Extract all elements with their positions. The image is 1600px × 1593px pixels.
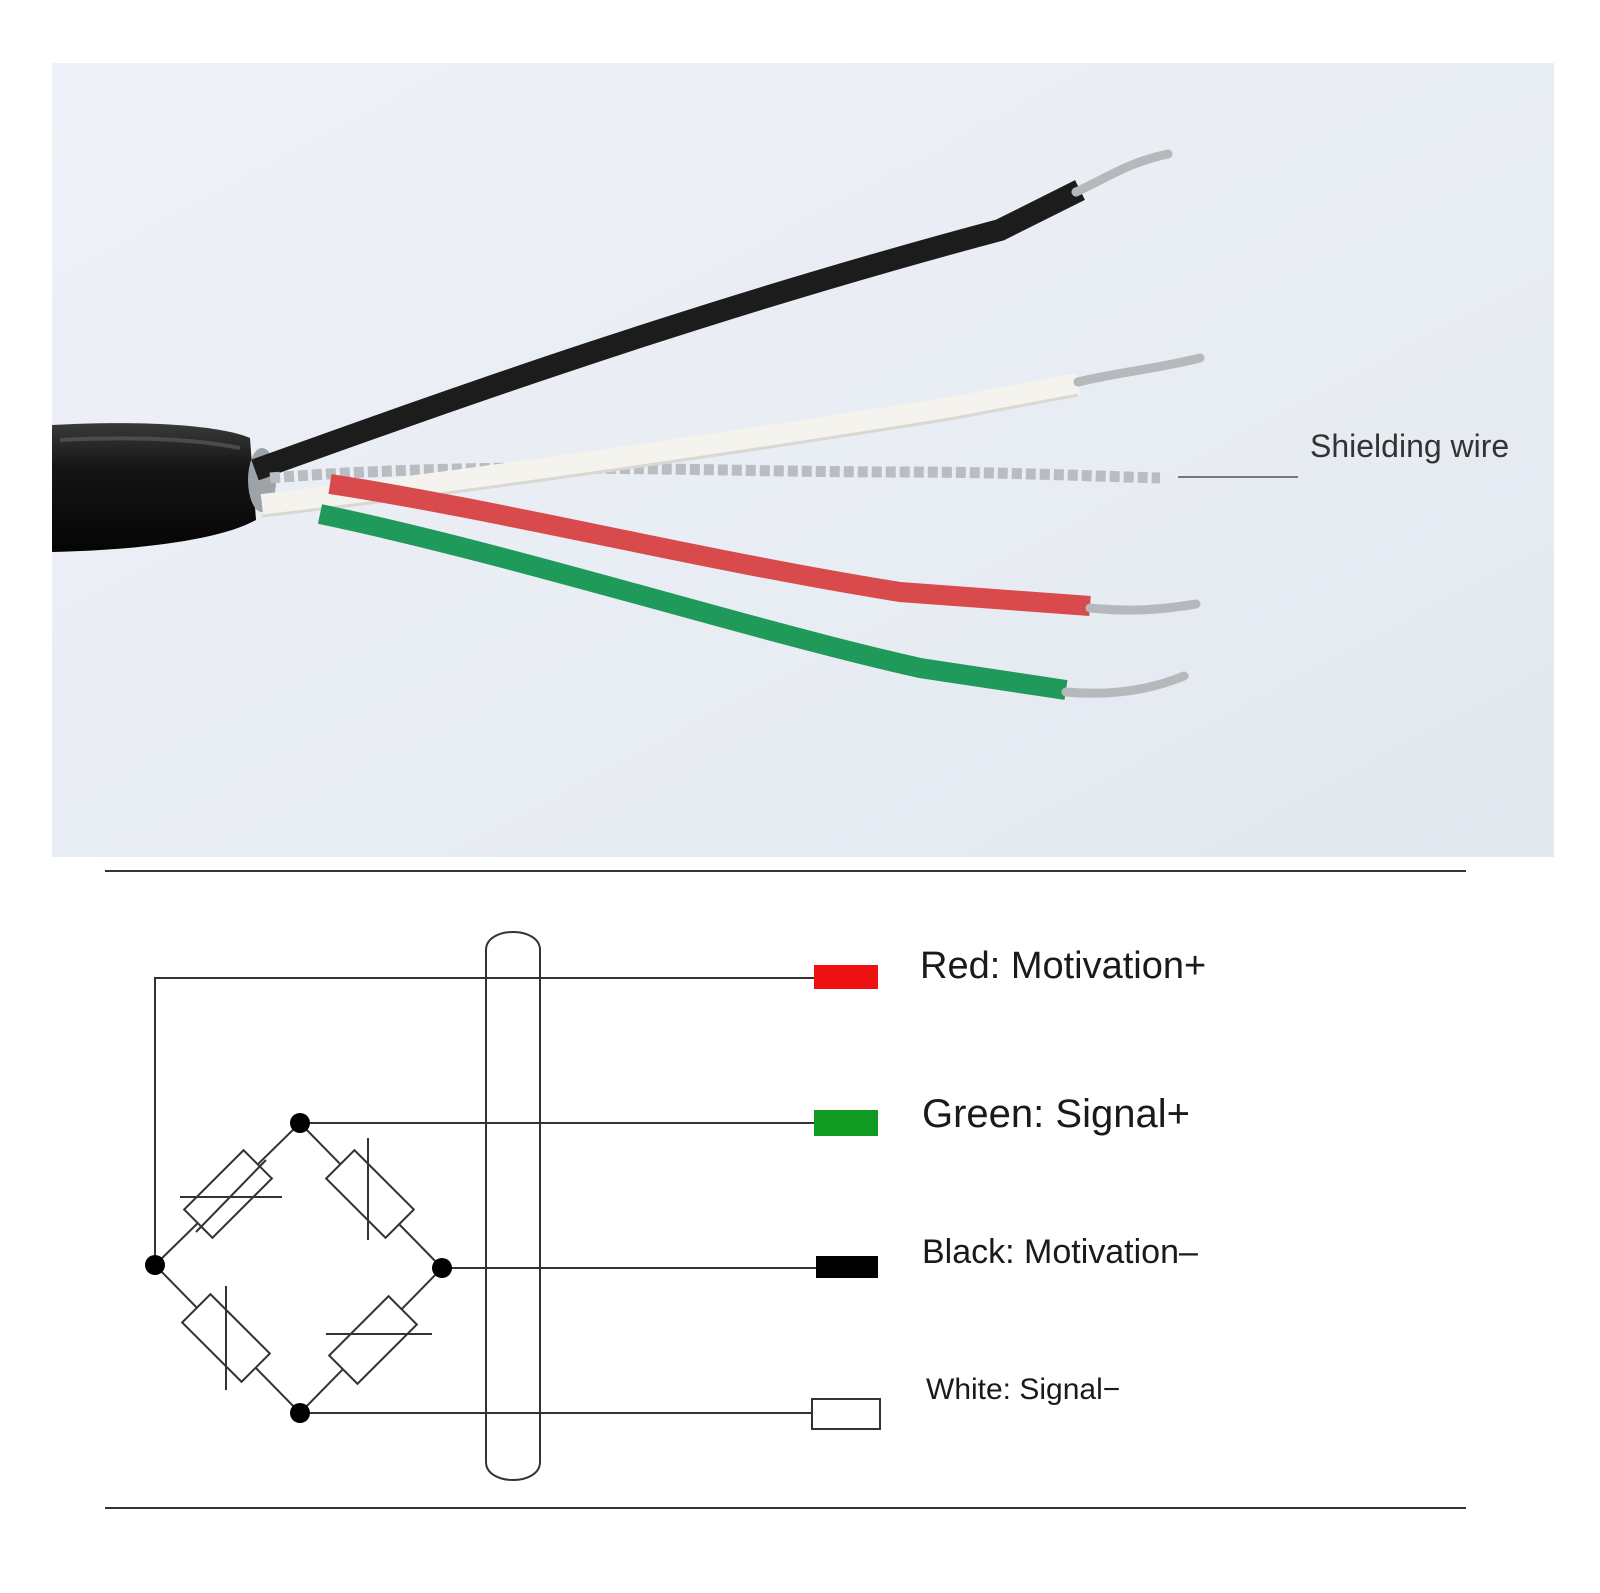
lead-red: [154, 977, 814, 1262]
legend-label-black: Black: Motivation–: [922, 1233, 1198, 1271]
wire-red-tip: [1085, 599, 1201, 615]
node-right: [432, 1258, 452, 1278]
shielding-wire-label: Shielding wire: [1310, 428, 1510, 464]
cable-photo: [52, 63, 1554, 857]
resistor-top-right: [324, 1148, 416, 1240]
legend-label-red: Red: Motivation+: [920, 945, 1207, 987]
wire-white-edge: [261, 393, 1079, 518]
jacket-highlight: [59, 436, 241, 450]
node-bottom: [290, 1403, 310, 1423]
swatch-red: [814, 965, 878, 989]
bridge-schematic: [154, 931, 816, 1481]
bridge-nodes: [145, 1113, 452, 1423]
wire-white-tip: [1073, 353, 1205, 387]
legend-label-green: Green: Signal+: [922, 1092, 1190, 1136]
node-left: [145, 1255, 165, 1275]
wire-green: [317, 504, 1068, 700]
wire-shield: [269, 462, 1161, 484]
strain-line-top-left-diag: [195, 1159, 267, 1233]
wire-black: [251, 180, 1085, 481]
shield-cylinder: [485, 931, 541, 1481]
wire-red: [328, 474, 1091, 616]
cable-jacket: [52, 423, 256, 552]
legend-label-white: White: Signal−: [926, 1373, 1121, 1406]
swatch-black: [816, 1256, 878, 1278]
node-top: [290, 1113, 310, 1133]
resistor-top-left: [182, 1148, 274, 1240]
wire-green-tip: [1061, 671, 1189, 698]
resistor-bottom-right: [327, 1294, 419, 1386]
wire-black-tip: [1071, 149, 1173, 197]
swatch-green: [814, 1110, 878, 1136]
swatch-white: [811, 1398, 881, 1430]
